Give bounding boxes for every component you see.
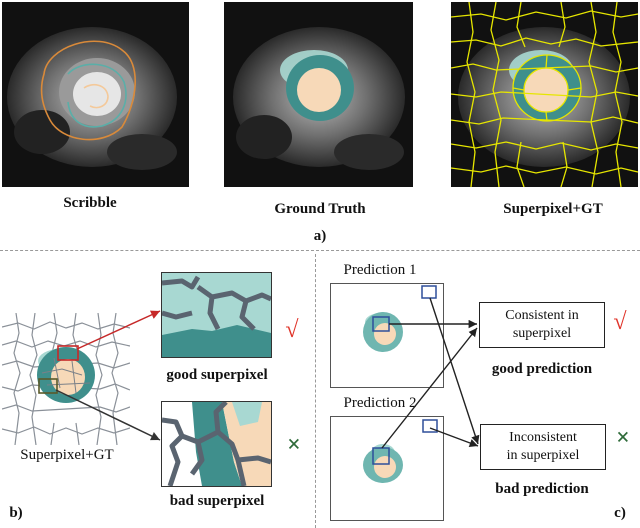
- inconsistent-box: Inconsistent in superpixel: [480, 424, 606, 470]
- scribble-caption: Scribble: [63, 195, 117, 211]
- pred2-corner-box: [422, 419, 438, 433]
- vertical-divider: [315, 254, 316, 528]
- prediction-2-frame: [330, 416, 444, 521]
- good-prediction-check: √: [613, 309, 627, 335]
- consistent-box: Consistent in superpixel: [479, 302, 605, 348]
- good-superpixel-caption: good superpixel: [166, 367, 268, 383]
- good-prediction-caption: good prediction: [491, 361, 593, 377]
- pred1corner-to-inconsistent-arrow: [429, 297, 480, 445]
- consistent-line-2: superpixel: [512, 326, 572, 341]
- bad-superpixel-arrow: [55, 389, 161, 441]
- good-superpixel-zoom: [161, 272, 272, 358]
- good-superpixel-arrow: [76, 310, 161, 350]
- pred2-to-consistent-arrow: [381, 327, 478, 449]
- superpixel-gt-label: Superpixel+GT: [20, 447, 114, 463]
- pred1-corner-box: [421, 285, 437, 299]
- bad-prediction-caption: bad prediction: [495, 481, 589, 497]
- prediction-2-label: Prediction 2: [343, 395, 417, 411]
- pred2-roi-box-blue: [372, 447, 390, 465]
- ground-truth-image: [224, 2, 413, 187]
- horizontal-divider: [0, 250, 640, 251]
- inconsistent-line-1: Inconsistent: [509, 430, 577, 445]
- superpixel-gt-caption: Superpixel+GT: [503, 201, 603, 217]
- pred1-roi-box-blue: [372, 316, 390, 332]
- panel-b-arrows: [55, 310, 161, 441]
- consistent-line-1: Consistent in: [505, 308, 579, 323]
- scribble-image: [2, 2, 189, 187]
- good-superpixel-check: √: [285, 317, 299, 343]
- panel-b-label: b): [9, 505, 23, 521]
- ground-truth-caption: Ground Truth: [274, 201, 366, 217]
- bad-superpixel-caption: bad superpixel: [169, 493, 265, 509]
- panel-a-label: a): [313, 228, 327, 244]
- bad-prediction-cross: ×: [616, 425, 630, 451]
- inconsistent-line-2: in superpixel: [506, 448, 580, 463]
- panel-c-label: c): [614, 505, 626, 521]
- pred2corner-to-inconsistent-arrow: [429, 427, 479, 447]
- bad-superpixel-cross: ×: [287, 432, 301, 458]
- prediction-1-label: Prediction 1: [343, 262, 417, 278]
- bad-superpixel-zoom: [161, 401, 272, 487]
- superpixel-gt-image: [451, 2, 638, 187]
- panel-c-arrows: [372, 285, 480, 465]
- prediction-1-frame: [330, 283, 444, 388]
